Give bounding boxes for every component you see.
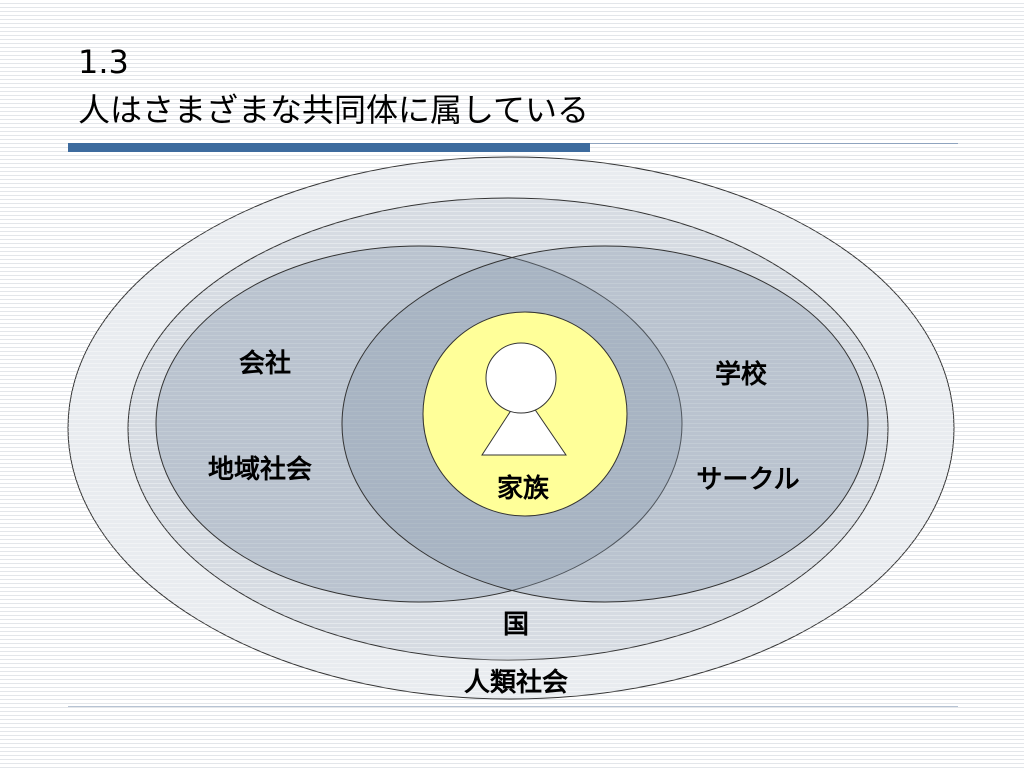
person-icon (481, 342, 567, 456)
person-body (481, 391, 567, 456)
label-community: 地域社会 (208, 454, 312, 485)
label-circle: サークル (696, 465, 799, 495)
label-nation: 国 (503, 610, 529, 640)
label-family: 家族 (497, 473, 550, 504)
footer-rule (68, 706, 958, 707)
slide-title: 1.3 人はさまざまな共同体に属している (78, 38, 589, 134)
label-company: 会社 (239, 348, 291, 379)
title-underline-bar (68, 143, 590, 152)
slide-heading: 人はさまざまな共同体に属している (78, 91, 590, 129)
person-head (485, 342, 557, 414)
label-humanity: 人類社会 (464, 667, 568, 698)
title-underline-rule (590, 143, 958, 144)
slide-number: 1.3 (78, 43, 129, 81)
label-school: 学校 (715, 359, 768, 390)
